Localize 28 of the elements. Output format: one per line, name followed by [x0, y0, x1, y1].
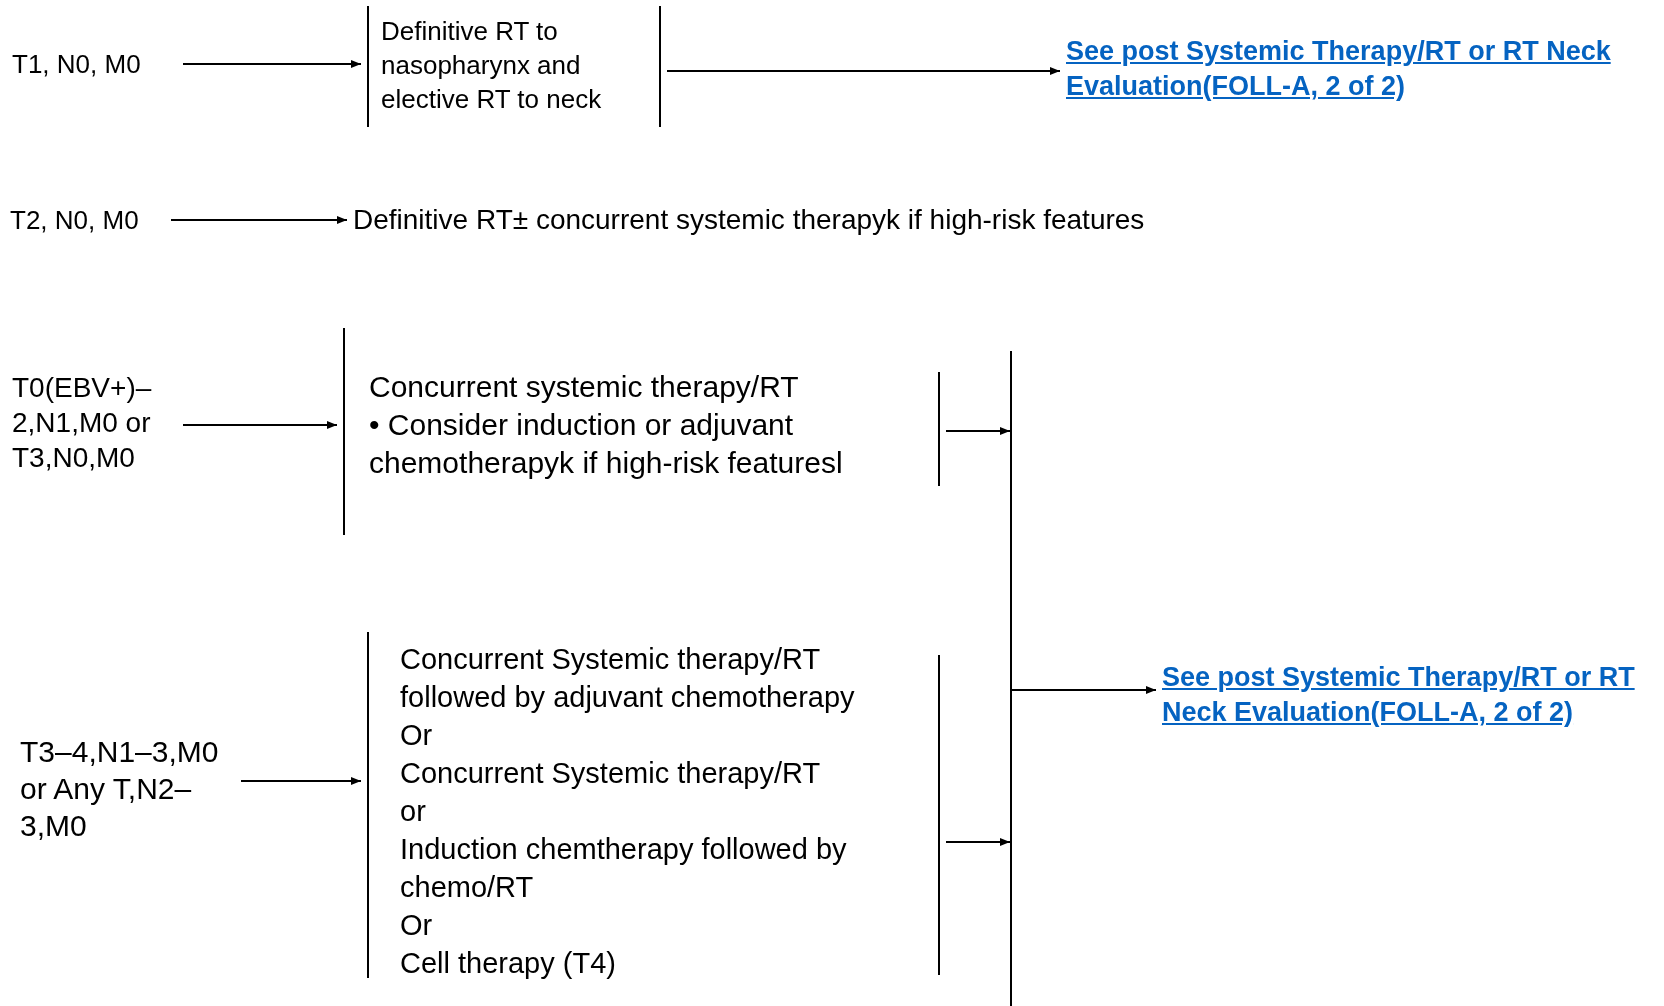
- stage-label: T2, N0, M0: [10, 204, 140, 237]
- reference-link: See post Systemic Therapy/RT or RT Neck Evaluation(FOLL-A, 2 of 2): [1162, 661, 1636, 729]
- junction-line: [1010, 351, 1012, 1006]
- treatment-box: [343, 328, 940, 535]
- arrow: [666, 67, 1061, 75]
- stage-label: T3–4,N1–3,M0 or Any T,N2–3,M0: [20, 734, 220, 844]
- stage-label: T0(EBV+)–2,N1,M0 or T3,N0,M0: [12, 371, 153, 475]
- treatment-text: Concurrent systemic therapy/RT: [369, 369, 800, 405]
- treatment-text: • Consider induction or adjuvant chemotherapyk if high-risk featuresl: [369, 407, 844, 481]
- stage-label: T1, N0, M0: [12, 48, 142, 81]
- reference-link: See post Systemic Therapy/RT or RT Neck Evaluation(FOLL-A, 2 of 2): [1066, 35, 1612, 103]
- arrow: [240, 777, 362, 785]
- arrow: [1011, 686, 1157, 694]
- treatment-box: [367, 632, 940, 978]
- treatment-text: Induction chemtherapy followed by chemo/RT: [400, 832, 848, 905]
- arrow: [182, 421, 338, 429]
- treatment-text: Concurrent Systemic therapy/RT followed by adjuvant chemotherapy: [400, 642, 856, 715]
- arrow: [182, 60, 362, 68]
- treatment-text: or: [400, 794, 427, 829]
- treatment-text: Or: [400, 718, 434, 753]
- treatment-text: Concurrent Systemic therapy/RT: [400, 756, 822, 791]
- treatment-text: Cell therapy (T4): [400, 946, 617, 981]
- arrow: [945, 838, 1011, 846]
- arrow: [945, 427, 1011, 435]
- arrow: [170, 216, 348, 224]
- treatment-text: Or: [400, 908, 434, 943]
- treatment-box: Definitive RT to nasopharynx and elective RT to neck: [367, 6, 661, 127]
- treatment-text: Definitive RT± concurrent systemic therapyk if high-risk features: [353, 203, 1146, 237]
